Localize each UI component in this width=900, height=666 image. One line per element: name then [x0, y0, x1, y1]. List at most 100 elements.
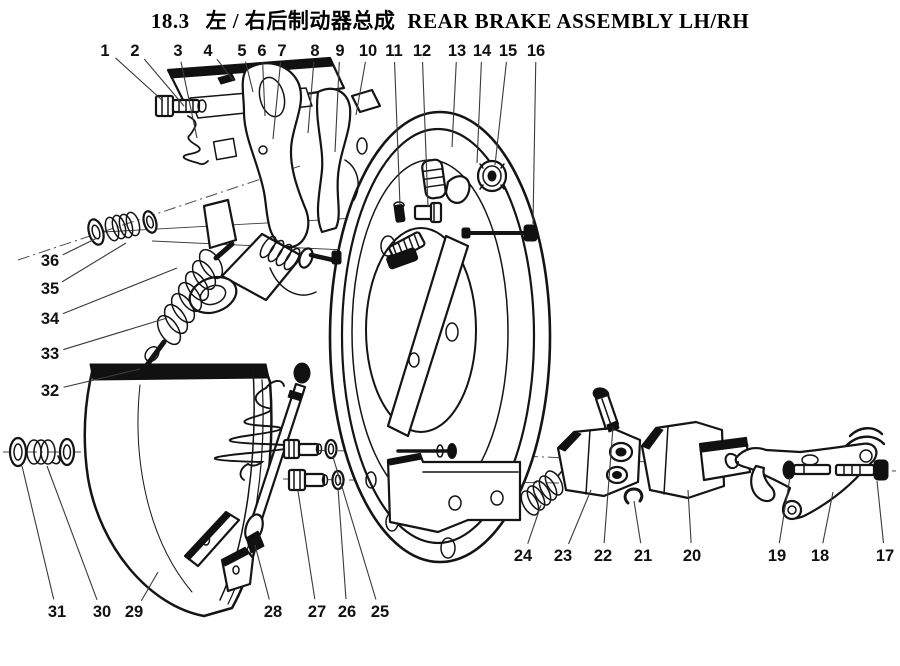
- callout-27: 27: [308, 603, 326, 621]
- callout-6: 6: [257, 42, 266, 60]
- leader-line-2: [143, 58, 185, 107]
- leader-line-5: [245, 61, 254, 93]
- callout-20: 20: [683, 547, 701, 565]
- callout-33: 33: [41, 345, 59, 363]
- leader-line-15: [494, 61, 507, 166]
- callout-26: 26: [338, 603, 356, 621]
- leader-line-18: [822, 491, 834, 544]
- pushrod-and-spring: [213, 362, 345, 554]
- shoe-web-strut: [386, 234, 470, 438]
- adjuster-boot: [421, 158, 447, 200]
- callout-21: 21: [634, 547, 652, 565]
- shoe-bottom-bracket: [183, 510, 255, 593]
- long-bolt: [461, 224, 538, 242]
- leader-line-33: [63, 317, 168, 351]
- left-washer-group: [8, 436, 76, 468]
- hold-down-washers: [87, 210, 158, 246]
- backing-plate: [328, 110, 552, 564]
- callout-19: 19: [768, 547, 786, 565]
- leader-line-29: [140, 571, 159, 602]
- callout-12: 12: [413, 42, 431, 60]
- leader-line-3: [180, 61, 198, 139]
- leader-line-7: [272, 61, 282, 140]
- brake-shoe: [83, 363, 273, 618]
- hold-down-pin: [393, 201, 406, 223]
- callout-32: 32: [41, 382, 59, 400]
- plate-bolt: [413, 201, 443, 224]
- page-title: 18.3 左 / 右后制动器总成 REAR BRAKE ASSEMBLY LH/RH: [0, 5, 900, 35]
- shoe-return-spring: [213, 380, 293, 481]
- main-coil-spring: [144, 241, 235, 368]
- leader-line-13: [451, 61, 457, 148]
- callout-5: 5: [237, 42, 246, 60]
- leader-line-8: [307, 61, 315, 134]
- leader-line-26: [337, 487, 347, 600]
- callout-10: 10: [359, 42, 377, 60]
- title-english: REAR BRAKE ASSEMBLY LH/RH: [407, 9, 750, 33]
- leader-line-23: [568, 489, 592, 545]
- small-spring: [182, 115, 209, 166]
- lever-arm: [724, 442, 878, 521]
- callout-29: 29: [125, 603, 143, 621]
- leader-line-9: [334, 61, 340, 153]
- leader-line-21: [633, 500, 642, 544]
- leader-line-22: [603, 426, 614, 544]
- leader-line-34: [62, 267, 178, 315]
- callout-36: 36: [41, 252, 59, 270]
- adjuster-rod: [244, 362, 311, 554]
- cable-hook: [848, 427, 884, 438]
- shoe-rim-edge: [89, 363, 270, 381]
- title-chinese: 左 / 右后制动器总成: [205, 9, 396, 33]
- pivot-bolt: [154, 94, 207, 118]
- callout-31: 31: [48, 603, 66, 621]
- grommet: [476, 159, 508, 193]
- lever-bolt: [834, 459, 889, 481]
- callout-16: 16: [527, 42, 545, 60]
- leader-line-10: [355, 61, 366, 116]
- anchor-bracket: [386, 452, 522, 534]
- callout-18: 18: [811, 547, 829, 565]
- leader-line-27: [297, 490, 316, 600]
- leader-line-25: [332, 456, 377, 600]
- callout-1: 1: [100, 42, 109, 60]
- leader-line-16: [532, 61, 537, 225]
- strut-link: [316, 87, 382, 234]
- callout-17: 17: [876, 547, 894, 565]
- callout-25: 25: [371, 603, 389, 621]
- leader-line-12: [421, 61, 429, 208]
- callout-34: 34: [41, 310, 60, 328]
- leader-line-4: [216, 58, 234, 81]
- lever-assembly: [87, 56, 382, 368]
- leader-line-24: [527, 504, 542, 544]
- callout-15: 15: [499, 42, 517, 60]
- anchor-pin: [396, 443, 457, 459]
- callout-4: 4: [203, 42, 213, 60]
- cam-piece: [444, 175, 471, 204]
- leader-line-6: [262, 61, 266, 117]
- callout-3: 3: [173, 42, 182, 60]
- callout-24: 24: [514, 547, 533, 565]
- leader-line-14: [476, 61, 482, 164]
- leader-line-17: [876, 480, 885, 544]
- cylinder-pin: [592, 387, 620, 433]
- leader-line-11: [393, 61, 401, 206]
- leader-line-32: [63, 368, 141, 388]
- leader-line-35: [61, 242, 127, 283]
- leader-line-31: [21, 465, 55, 600]
- callout-30: 30: [93, 603, 111, 621]
- lever-pin: [782, 460, 832, 480]
- section-number: 18.3: [150, 9, 190, 33]
- adjuster-housing: [640, 420, 752, 500]
- leader-line-30: [46, 465, 98, 600]
- leader-line-28: [254, 544, 270, 600]
- callout-11: 11: [385, 42, 402, 60]
- leader-line-19: [778, 476, 791, 544]
- callout-9: 9: [335, 42, 344, 60]
- leader-line-36: [62, 237, 98, 256]
- callout-14: 14: [473, 42, 492, 60]
- parking-lever: [212, 62, 310, 249]
- wheel-cylinder: [556, 426, 642, 498]
